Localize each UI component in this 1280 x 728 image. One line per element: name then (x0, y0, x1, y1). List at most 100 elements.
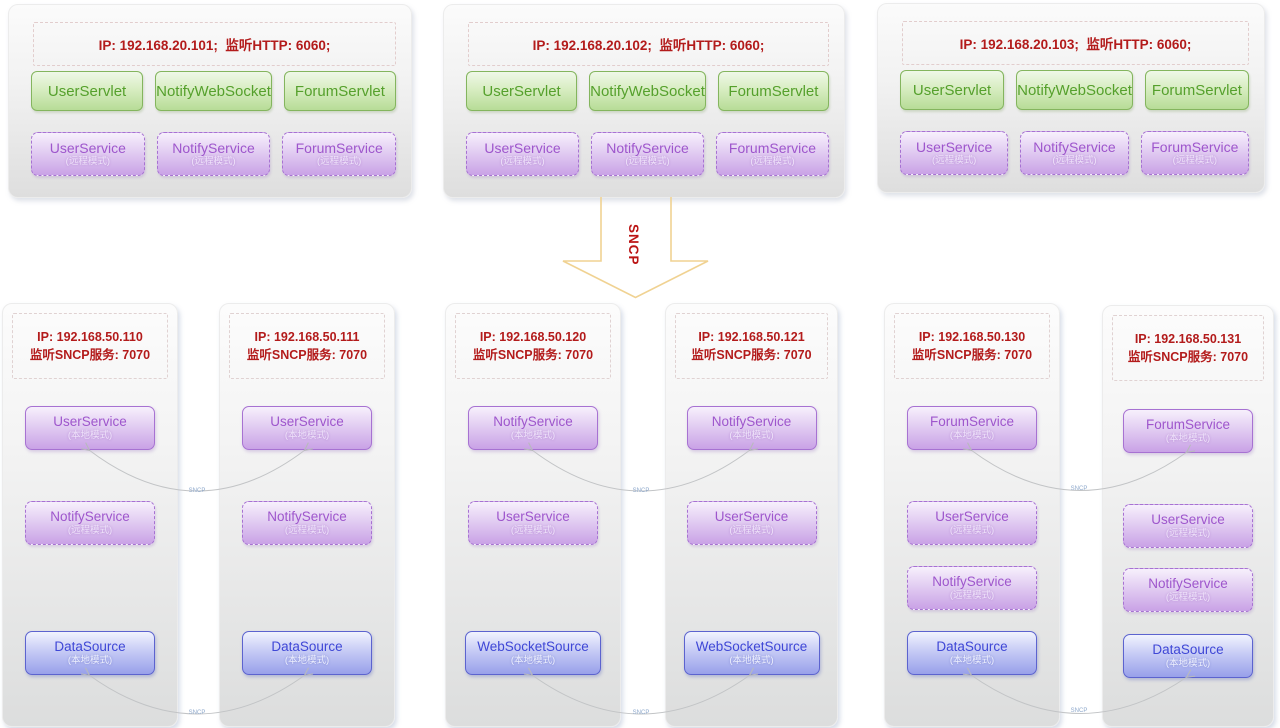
node-ip-label: IP: 192.168.50.111 监听SNCP服务: 7070 (229, 313, 385, 379)
service-name: UserService (496, 509, 570, 524)
ip-text: IP: 192.168.20.102; 监听HTTP: 6060; (532, 38, 765, 53)
service-mode: (远程模式) (932, 155, 977, 166)
sncp-node-110: IP: 192.168.50.110 监听SNCP服务: 7070 UserSe… (2, 303, 178, 727)
http-server-101: IP: 192.168.20.101; 监听HTTP: 6060; UserSe… (8, 4, 412, 198)
sncp-node-121: IP: 192.168.50.121 监听SNCP服务: 7070 Notify… (665, 303, 838, 727)
service-mode: (本地模式) (1165, 658, 1211, 669)
link-label: SNCP (189, 488, 206, 494)
service-name: UserService (916, 139, 993, 155)
service-box-remote: UserService (远程模式) (468, 501, 598, 545)
service-name: NotifyService (1033, 139, 1116, 155)
node-ip-label: IP: 192.168.50.110 监听SNCP服务: 7070 (12, 313, 168, 379)
sncp-arrow-label: SNCP (626, 224, 641, 266)
service-name: UserService (270, 414, 344, 429)
http-server-102: IP: 192.168.20.102; 监听HTTP: 6060; UserSe… (443, 4, 845, 198)
ip-line1: IP: 192.168.50.120 (479, 330, 587, 344)
service-name: NotifyService (50, 509, 130, 524)
http-server-103: IP: 192.168.20.103; 监听HTTP: 6060; UserSe… (877, 3, 1265, 193)
service-box-local: ForumService (本地模式) (907, 406, 1037, 450)
servlet-row: UserServlet NotifyWebSocket ForumServlet (900, 70, 1249, 110)
service-box-remote: NotifyService (远程模式) (242, 501, 372, 545)
source-box: DataSource (本地模式) (242, 631, 372, 675)
servlet-box: UserServlet (900, 70, 1005, 110)
service-name: UserService (49, 140, 126, 156)
servlet-row: UserServlet NotifyWebSocket ForumServlet (466, 71, 829, 111)
node-ip-label: IP: 192.168.50.121 监听SNCP服务: 7070 (675, 313, 828, 379)
service-name: NotifyService (606, 140, 689, 156)
service-mode: (本地模式) (949, 430, 995, 441)
service-mode: (本地模式) (729, 655, 774, 666)
servlet-box: NotifyWebSocket (1016, 70, 1133, 110)
servlet-box: NotifyWebSocket (589, 71, 706, 111)
link-label: SNCP (1071, 708, 1088, 714)
service-mode: (远程模式) (317, 156, 362, 167)
servlet-box: ForumServlet (717, 71, 829, 111)
service-box-remote: NotifyService (远程模式) (25, 501, 155, 545)
service-name: UserService (484, 140, 561, 156)
service-name: ForumService (1145, 417, 1231, 432)
sncp-flow-arrow (562, 197, 709, 299)
service-mode: (远程模式) (625, 156, 670, 167)
service-box-remote: UserService (远程模式) (686, 501, 817, 545)
server-ip-label: IP: 192.168.20.102; 监听HTTP: 6060; (468, 22, 829, 66)
service-box-remote: UserService (远程模式) (31, 132, 145, 176)
servlet-box: UserServlet (466, 71, 578, 111)
service-mode: (远程模式) (1165, 592, 1211, 603)
service-name: WebSocketSource (695, 639, 808, 654)
server-ip-label: IP: 192.168.20.103; 监听HTTP: 6060; (902, 21, 1249, 65)
service-name: DataSource (1152, 642, 1224, 657)
service-box-remote: UserService (远程模式) (907, 501, 1037, 545)
source-box: DataSource (本地模式) (25, 631, 155, 675)
service-mode: (本地模式) (510, 655, 556, 666)
service-mode: (远程模式) (1052, 155, 1097, 166)
service-mode: (远程模式) (1172, 155, 1217, 166)
service-row: UserService (远程模式) NotifyService (远程模式) … (466, 132, 829, 176)
service-box-remote: NotifyService (远程模式) (1020, 131, 1129, 175)
service-name: DataSource (54, 639, 126, 654)
service-name: NotifyService (1148, 576, 1228, 591)
service-box-remote: ForumService (远程模式) (282, 132, 397, 176)
node-ip-label: IP: 192.168.50.131 监听SNCP服务: 7070 (1112, 315, 1264, 381)
servlet-box: UserServlet (31, 71, 144, 111)
sncp-node-111: IP: 192.168.50.111 监听SNCP服务: 7070 UserSe… (219, 303, 395, 727)
service-name: UserService (53, 414, 127, 429)
service-box-local: NotifyService (本地模式) (468, 406, 598, 450)
link-label: SNCP (633, 710, 650, 716)
service-name: DataSource (271, 639, 343, 654)
service-box-remote: ForumService (远程模式) (716, 132, 829, 176)
link-label: SNCP (633, 488, 650, 494)
ip-line2: 监听SNCP服务: 7070 (246, 348, 368, 362)
sncp-node-120: IP: 192.168.50.120 监听SNCP服务: 7070 Notify… (445, 303, 621, 727)
service-mode: (本地模式) (67, 430, 113, 441)
link-label: SNCP (1071, 486, 1088, 492)
service-name: NotifyService (711, 414, 792, 429)
service-box-remote: NotifyService (远程模式) (591, 132, 704, 176)
source-box: DataSource (本地模式) (1123, 634, 1253, 678)
service-name: DataSource (936, 639, 1008, 654)
service-mode: (本地模式) (729, 430, 774, 441)
service-box-local: UserService (本地模式) (242, 406, 372, 450)
source-box: WebSocketSource (本地模式) (683, 631, 820, 675)
servlet-box: NotifyWebSocket (155, 71, 272, 111)
service-name: ForumService (295, 140, 383, 156)
service-box-remote: UserService (远程模式) (900, 131, 1009, 175)
service-box-remote: NotifyService (远程模式) (1123, 568, 1253, 612)
service-name: ForumService (929, 414, 1015, 429)
service-name: NotifyService (267, 509, 347, 524)
service-name: UserService (714, 509, 789, 524)
ip-text: IP: 192.168.20.103; 监听HTTP: 6060; (959, 37, 1192, 52)
service-mode: (远程模式) (949, 590, 995, 601)
ip-line1: IP: 192.168.50.130 (918, 330, 1026, 344)
service-box-remote: UserService (远程模式) (1123, 504, 1253, 548)
service-mode: (远程模式) (191, 156, 236, 167)
service-box-remote: NotifyService (远程模式) (907, 566, 1037, 610)
service-box-remote: ForumService (远程模式) (1140, 131, 1249, 175)
service-mode: (远程模式) (510, 525, 556, 536)
ip-line2: 监听SNCP服务: 7070 (1127, 350, 1249, 364)
service-box-remote: NotifyService (远程模式) (156, 132, 271, 176)
sncp-node-131: IP: 192.168.50.131 监听SNCP服务: 7070 ForumS… (1102, 305, 1274, 727)
service-box-local: NotifyService (本地模式) (686, 406, 817, 450)
servlet-box: ForumServlet (283, 71, 396, 111)
service-box-local: ForumService (本地模式) (1123, 409, 1253, 453)
